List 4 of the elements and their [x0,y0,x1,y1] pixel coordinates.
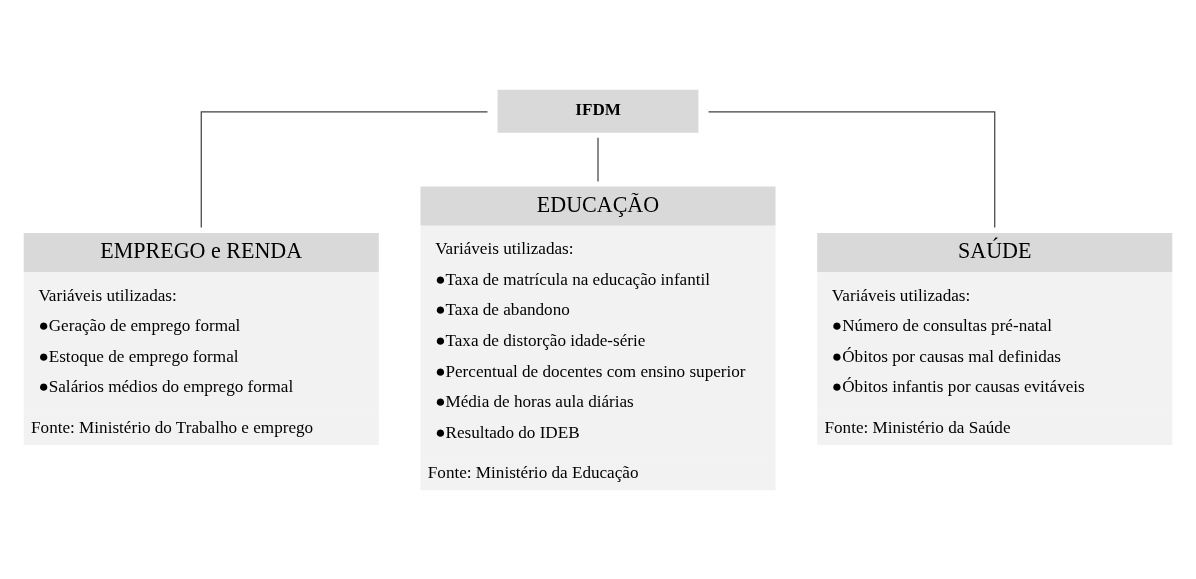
connector [597,136,599,182]
node-box: IFDM [497,89,699,133]
connector [200,110,489,228]
connector [707,110,996,228]
